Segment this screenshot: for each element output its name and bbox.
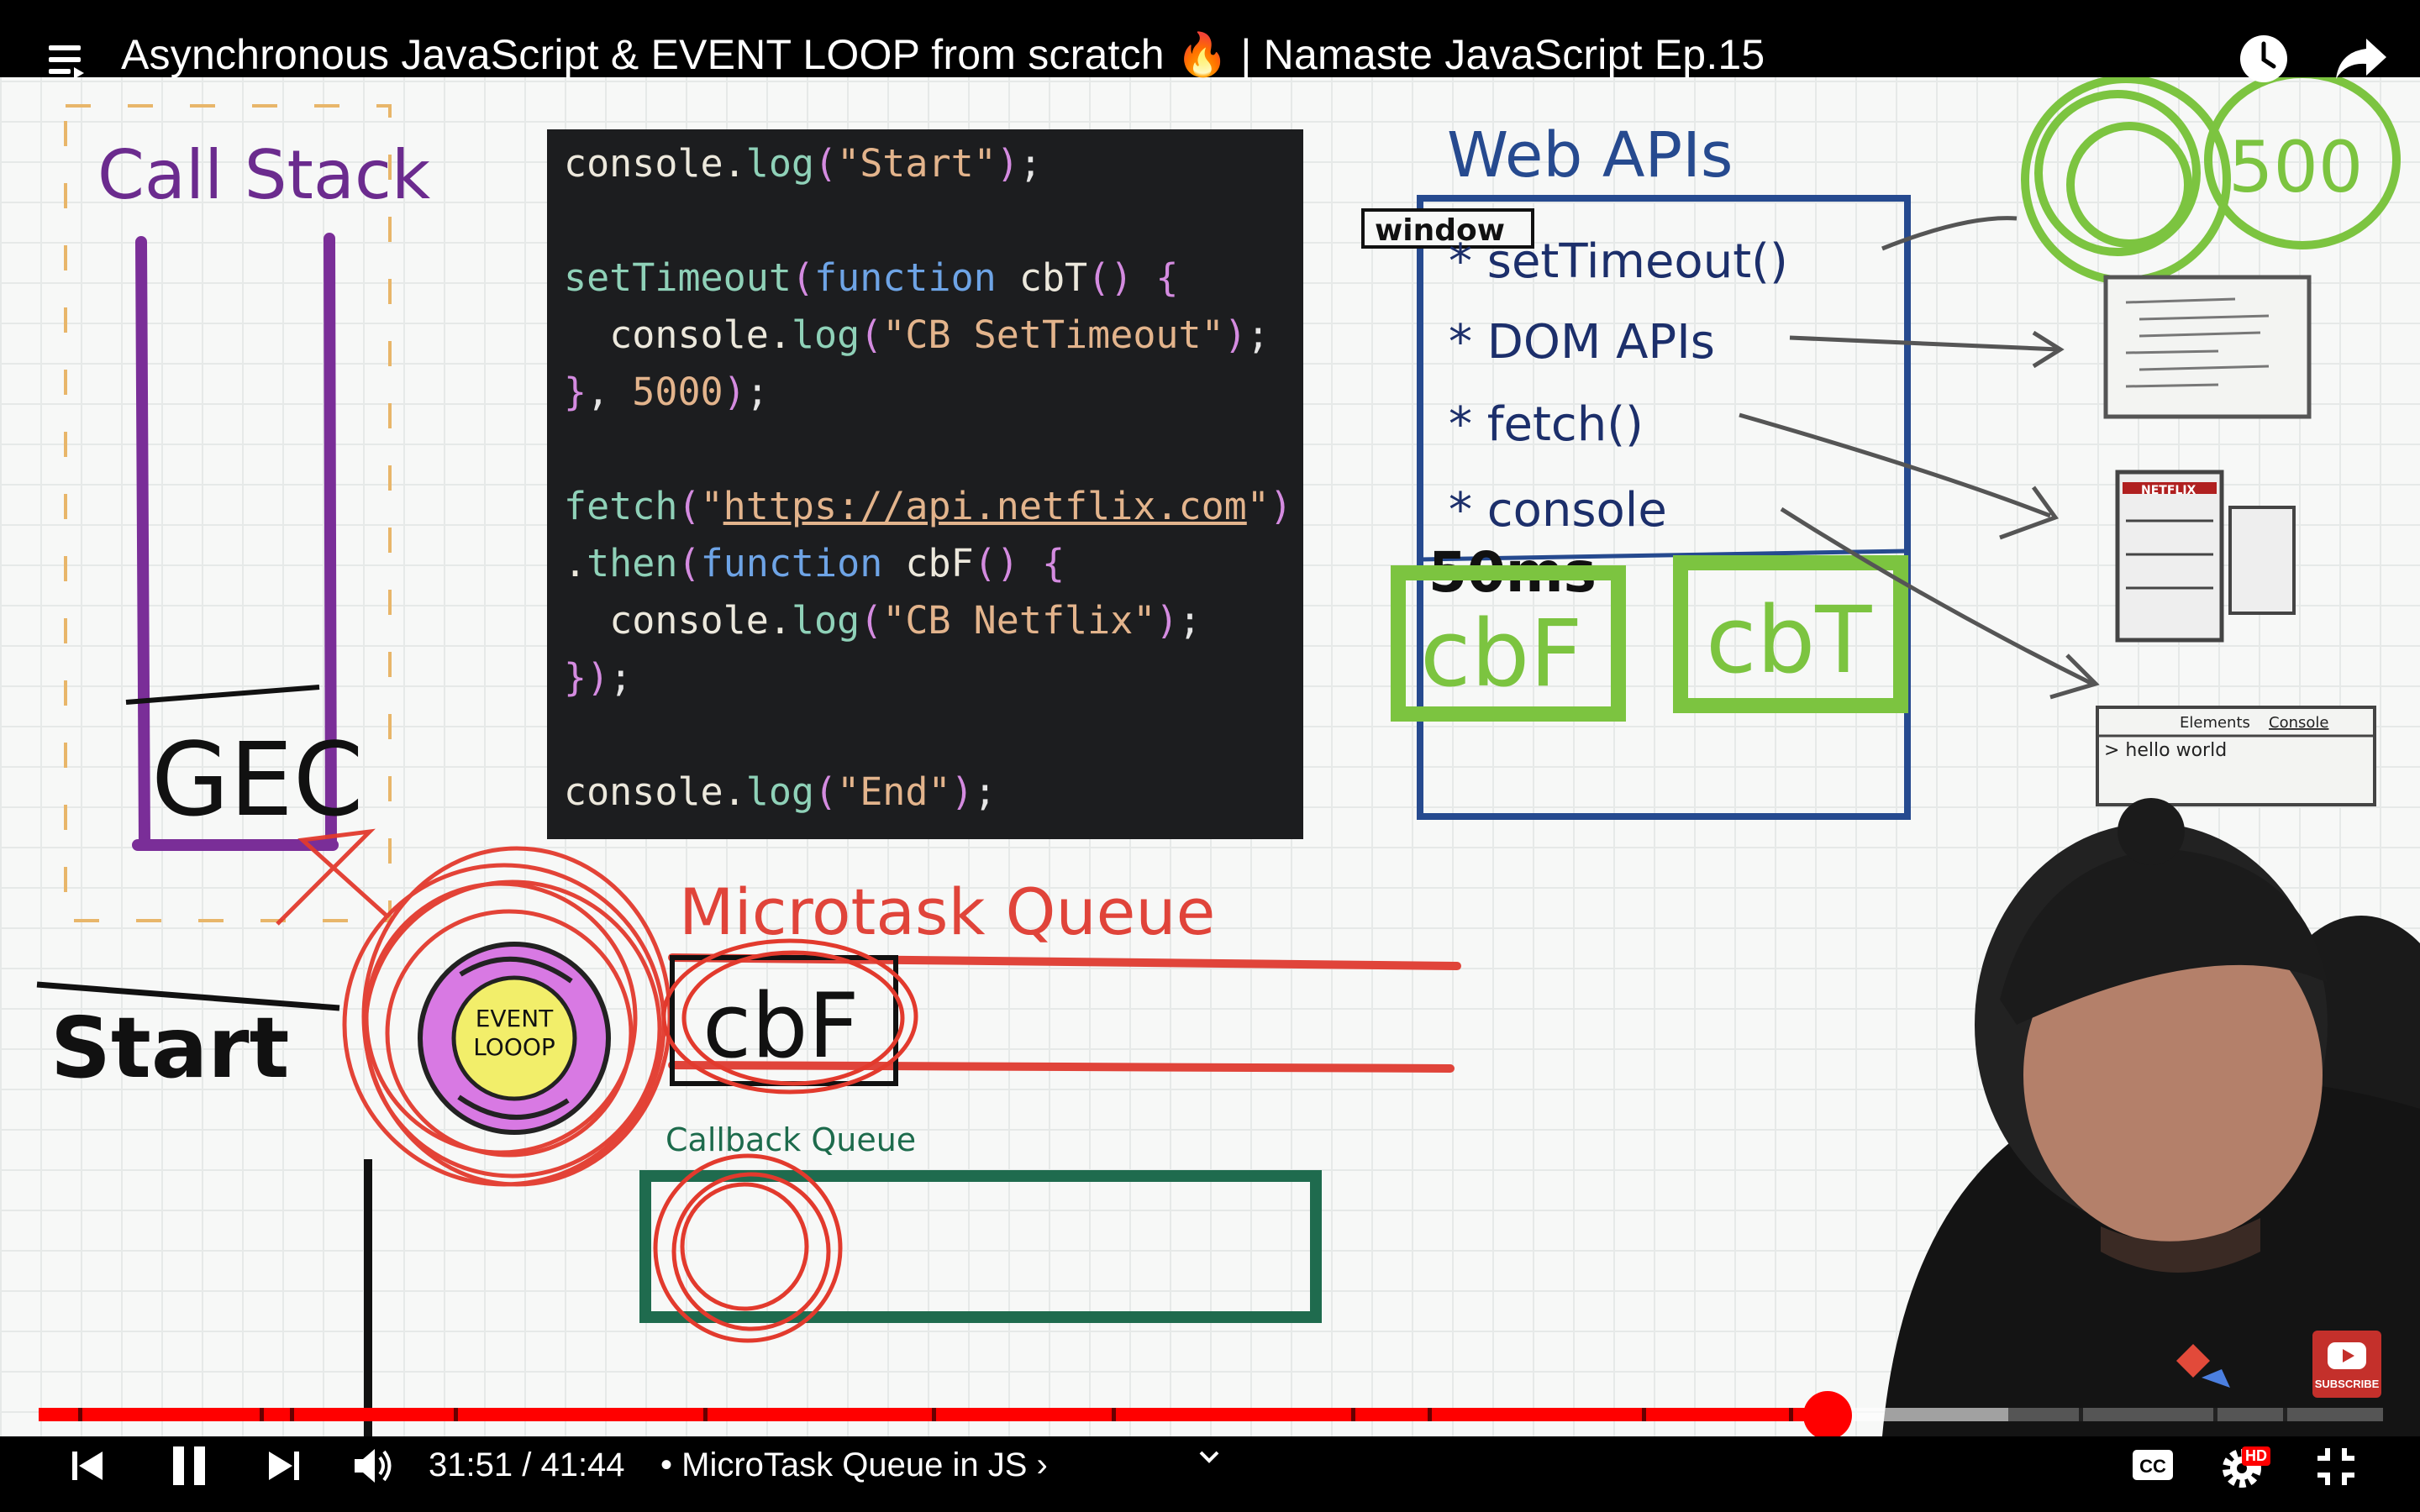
chevron-down-icon[interactable] [1197, 1446, 1222, 1467]
progress-bar[interactable] [39, 1408, 2383, 1421]
svg-text:CC: CC [2139, 1456, 2166, 1477]
hd-badge: HD [2242, 1446, 2270, 1466]
timer-badge: 500 [2228, 126, 2363, 208]
registered-callback-cbt: cbT [1706, 586, 1872, 694]
code-line-9: console.log("CB Netflix"); [609, 598, 1202, 643]
pause-icon[interactable] [168, 1443, 210, 1488]
web-api-arrows [1739, 216, 2100, 700]
event-loop-label-2: LOOOP [473, 1033, 555, 1061]
video-title[interactable]: Asynchronous JavaScript & EVENT LOOP fro… [121, 31, 1765, 78]
call-stack-label: Call Stack [97, 136, 431, 214]
time-duration: 41:44 [540, 1446, 625, 1483]
code-line-5: }, 5000); [564, 370, 769, 414]
callback-queue-label: Callback Queue [666, 1121, 916, 1158]
dom-document-sketch [2103, 275, 2312, 419]
netflix-sketch: NETFLIX [2115, 470, 2296, 643]
window-tag [1361, 208, 1534, 249]
presenter-webcam [1882, 798, 2420, 1436]
watch-later-icon[interactable] [2238, 34, 2289, 84]
code-line-7: fetch("https://api.netflix.com") [564, 484, 1292, 528]
microtask-item-scribble [661, 938, 918, 1095]
chapter-marker [703, 1408, 708, 1421]
time-current: 31:51 [429, 1446, 513, 1483]
chapter-marker [1427, 1408, 1432, 1421]
devtools-sketch: Elements Console > hello world [2096, 706, 2376, 806]
menu-icon[interactable] [44, 42, 86, 81]
chapter-marker [290, 1408, 295, 1421]
volume-icon[interactable] [351, 1445, 397, 1487]
call-stack-frame [64, 104, 392, 922]
subscribe-label: SUBSCRIBE [2314, 1378, 2380, 1390]
call-stack-right-wall [324, 233, 337, 849]
chapter-marker [931, 1408, 936, 1421]
chapter-marker [260, 1408, 265, 1421]
web-api-item-settimeout: * setTimeout() [1449, 234, 1788, 289]
callback-queue-box [639, 1170, 1322, 1323]
chapter-marker [1788, 1408, 1793, 1421]
code-line-10: }); [564, 655, 633, 700]
start-label: Start [50, 999, 289, 1097]
skip-next-icon[interactable] [264, 1446, 302, 1485]
registered-callback-cbf: cbF [1420, 600, 1583, 707]
chapter-title[interactable]: • MicroTask Queue in JS › [660, 1446, 1048, 1483]
web-apis-label: Web APIs [1447, 119, 1733, 192]
skip-previous-icon[interactable] [69, 1446, 108, 1485]
chapter-marker [1641, 1408, 1646, 1421]
microtask-queue-label: Microtask Queue [679, 874, 1215, 949]
code-line-12: console.log("End"); [564, 769, 997, 814]
code-line-1: console.log("Start"); [564, 141, 1042, 186]
web-apis-box [1417, 195, 1911, 820]
closed-captions-icon[interactable]: CC [2131, 1446, 2175, 1483]
registered-callback-box-cbt [1673, 555, 1908, 713]
microtask-item: cbF [702, 974, 860, 1078]
chapter-marker [2213, 1408, 2217, 1421]
code-panel: console.log("Start"); setTimeout(functio… [547, 129, 1303, 839]
chapter-marker [1112, 1408, 1117, 1421]
devtools-tab-elements: Elements [2180, 714, 2250, 732]
control-bar [0, 1436, 2420, 1512]
web-api-item-fetch: * fetch() [1449, 397, 1644, 452]
time-separator: / [513, 1446, 541, 1483]
share-icon[interactable] [2333, 34, 2388, 84]
registered-callback-box-cbf [1391, 565, 1626, 722]
code-line-4: console.log("CB SetTimeout"); [609, 312, 1270, 357]
chapter-marker [78, 1408, 83, 1421]
callback-queue-scribble [653, 1153, 843, 1343]
progress-scrubber[interactable] [1803, 1391, 1853, 1440]
code-line-8: .then(function cbF() { [564, 541, 1065, 585]
chapter-marker [2283, 1408, 2288, 1421]
time-display: 31:51 / 41:44 [429, 1446, 625, 1484]
chapter-marker [2078, 1408, 2083, 1421]
subscribe-watermark[interactable]: SUBSCRIBE [2312, 1331, 2381, 1398]
event-loop-core [451, 975, 577, 1101]
top-bar [0, 0, 2420, 77]
web-api-item-console: * console [1449, 483, 1667, 538]
web-api-item-dom: * DOM APIs [1449, 315, 1715, 370]
netflix-label: NETFLIX [2141, 484, 2196, 497]
code-line-3: setTimeout(function cbT() { [564, 255, 1179, 300]
chapter-marker [1351, 1408, 1356, 1421]
devtools-tab-console: Console [2269, 714, 2328, 732]
event-loop-label-1: EVENT [476, 1005, 554, 1032]
chapter-marker [453, 1408, 458, 1421]
devtools-output: > hello world [2104, 740, 2227, 761]
exit-fullscreen-icon[interactable] [2314, 1445, 2358, 1488]
call-stack-left-wall [135, 236, 150, 851]
youtube-logo-icon [2328, 1342, 2366, 1369]
gec-label: GEC [151, 722, 364, 839]
window-label: window [1375, 213, 1505, 248]
